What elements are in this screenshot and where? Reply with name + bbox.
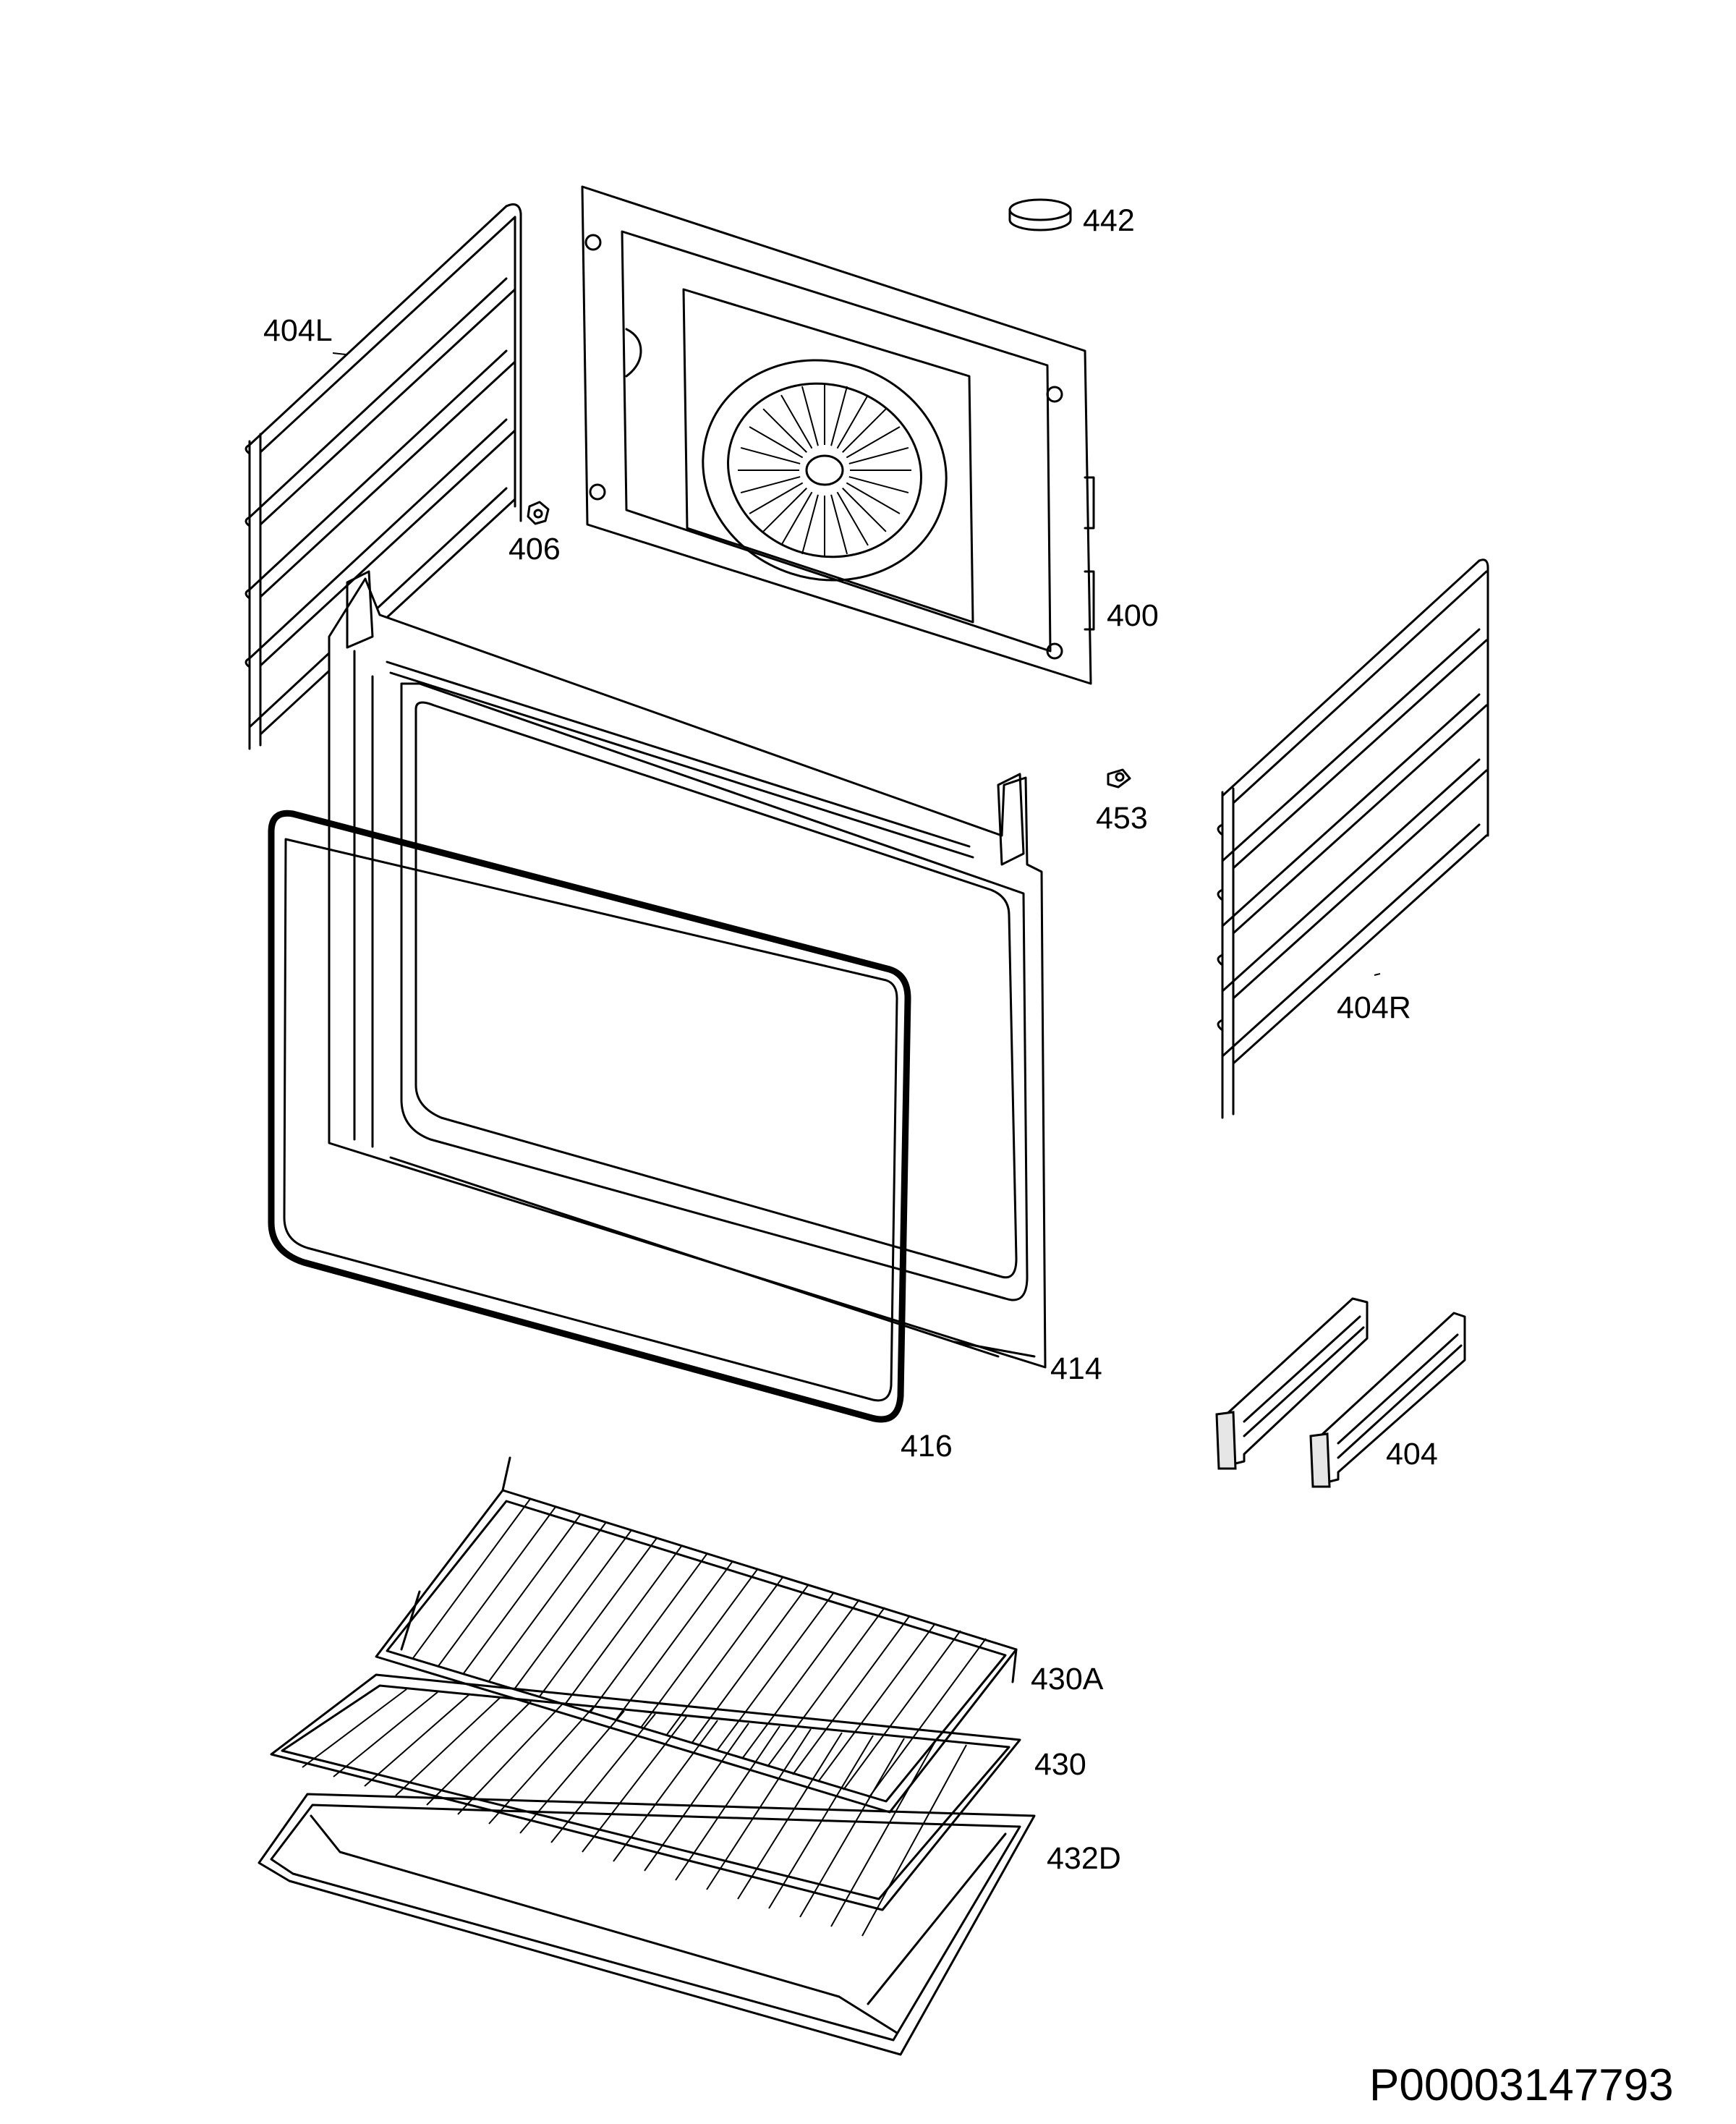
leader-marks	[332, 352, 1381, 976]
part-453-fastener-drawing	[1107, 768, 1131, 789]
callout-label-404R: 404R	[1337, 990, 1411, 1025]
part-416-gasket-drawing	[268, 810, 911, 1423]
callout-label-414: 414	[1050, 1351, 1102, 1386]
part-442-cap-drawing	[1008, 198, 1072, 231]
part-430-rack-drawing	[270, 1673, 1021, 1937]
callout-label-400: 400	[1107, 598, 1159, 633]
callout-label-404L: 404L	[263, 313, 333, 348]
callout-label-453: 453	[1096, 801, 1148, 836]
part-414-door-frame-drawing	[328, 570, 1047, 1369]
callout-label-430A: 430A	[1031, 1662, 1104, 1696]
part-406-clip-drawing	[527, 501, 550, 525]
document-number: P00003147793	[1369, 2060, 1674, 2110]
callout-label-442: 442	[1083, 203, 1135, 238]
callout-label-432D: 432D	[1047, 1841, 1121, 1876]
callout-label-430: 430	[1034, 1747, 1086, 1782]
part-404-runners-drawing	[1215, 1297, 1466, 1488]
callout-label-404: 404	[1386, 1437, 1438, 1471]
part-432D-tray-drawing	[258, 1793, 1036, 2056]
callout-label-406: 406	[509, 532, 561, 566]
part-400-back-panel-drawing	[581, 185, 1095, 685]
callout-label-416: 416	[901, 1429, 953, 1464]
part-404R-shelf-support-drawing	[1217, 558, 1489, 1119]
